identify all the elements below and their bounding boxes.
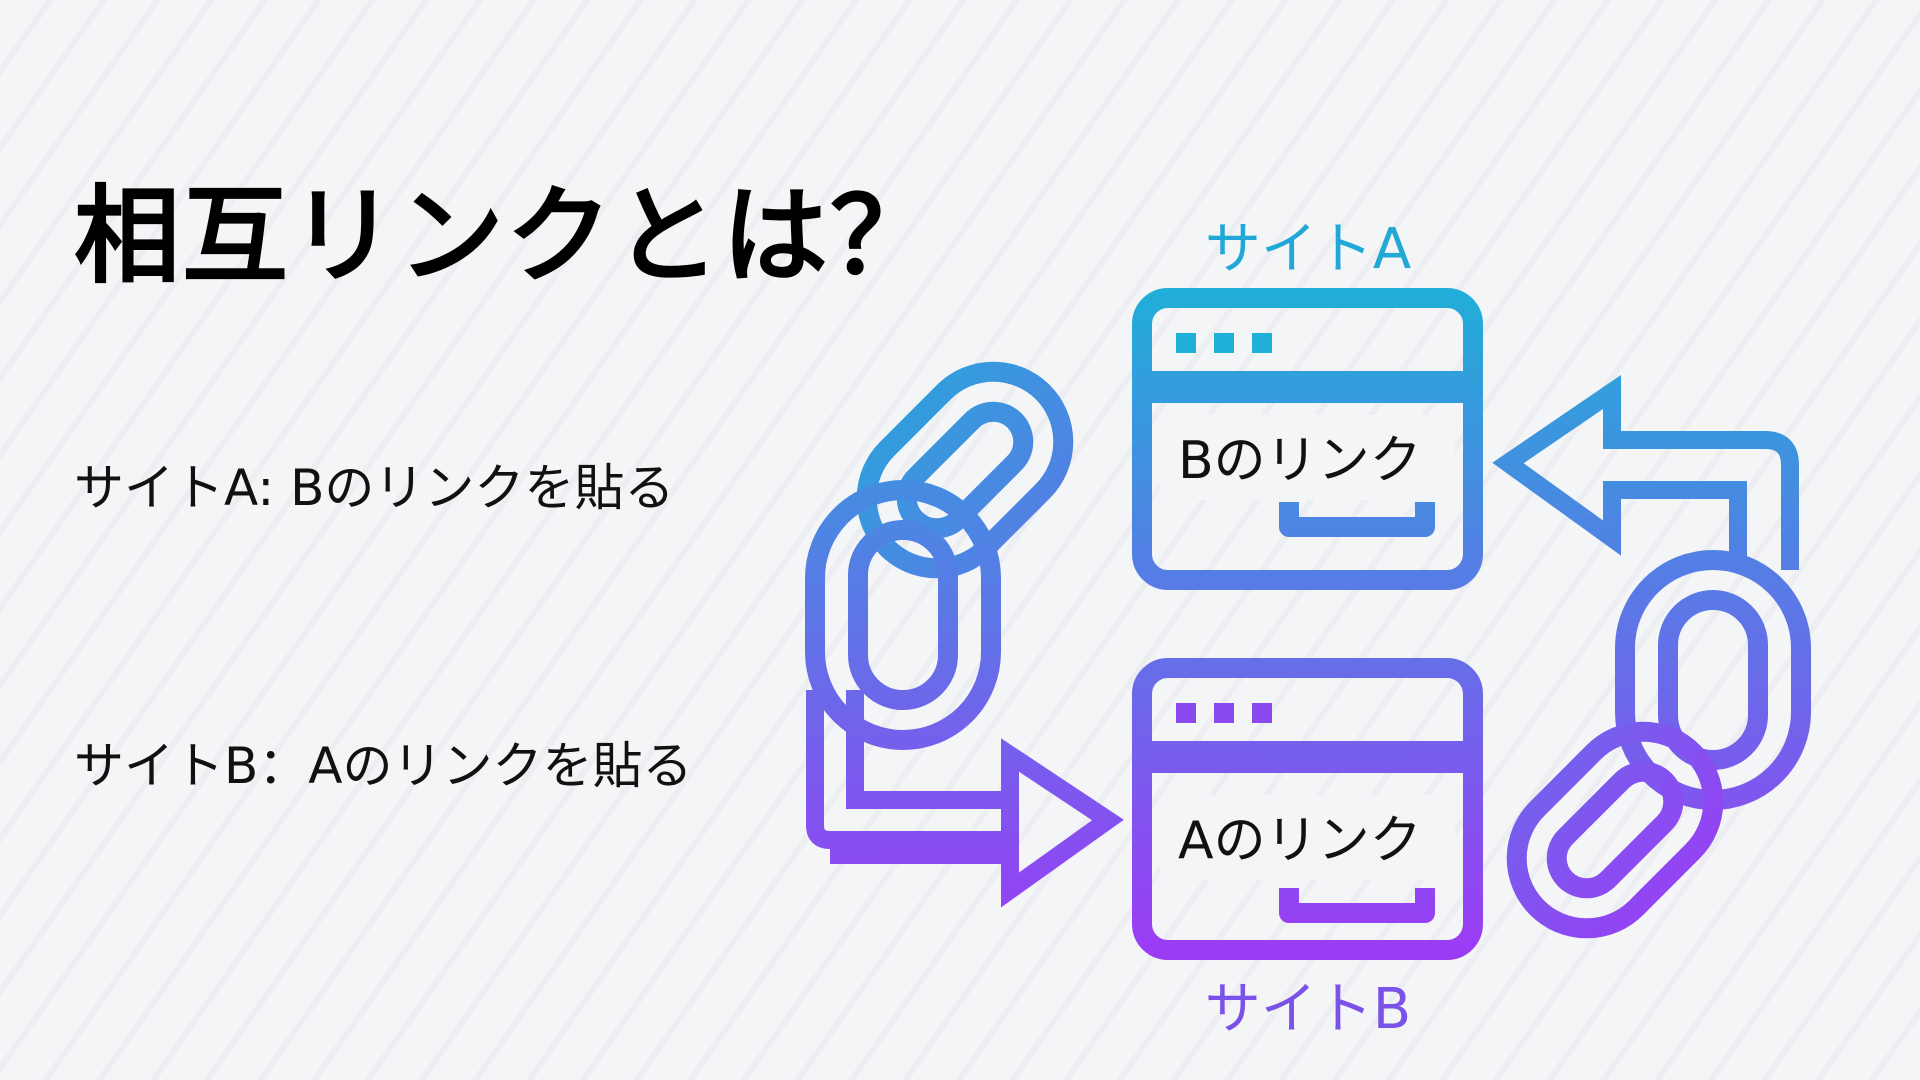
site-a-link-box [1160,415,1455,500]
site-b-browser-icon [1132,658,1483,960]
site-b-description: サイトB：Aのリンクを貼る [74,737,693,795]
page-title: 相互リンクとは？ [74,175,938,298]
site-b-link-box [1160,795,1455,880]
site-a-link-text: Bのリンク [1178,431,1422,491]
arrow-left-icon [1492,374,1799,570]
arrow-right-icon [806,690,1124,908]
site-a-window-dots [1176,333,1272,353]
site-a-description: サイトA: Bのリンクを貼る [74,459,675,517]
site-a-label: サイトA [1205,217,1411,282]
site-a-browser-icon [1132,288,1483,590]
site-b-window-dots [1176,703,1272,723]
left-chain-icon [805,361,1074,750]
right-chain-icon [1506,550,1811,939]
site-b-link-text: Aのリンク [1178,811,1422,871]
site-b-label: サイトB [1205,977,1411,1042]
